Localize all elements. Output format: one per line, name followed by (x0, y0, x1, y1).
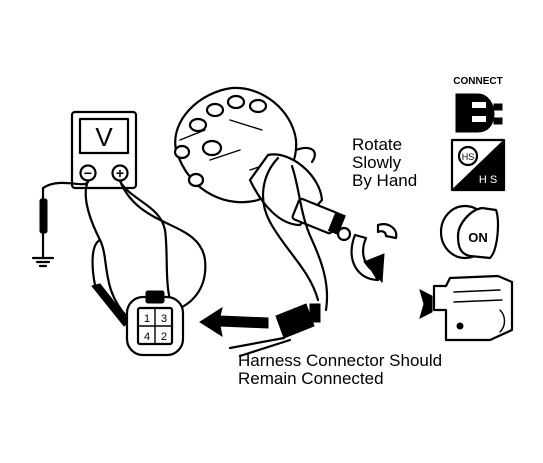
negative-terminal-symbol: − (84, 165, 92, 181)
rotate-line-3: By Hand (352, 171, 418, 190)
ignition-key-icon: ON (439, 204, 500, 260)
selector-top-label: HS (462, 152, 475, 162)
connector-arrow (199, 306, 269, 338)
harness-note-label: Harness Connector Should Remain Connecte… (238, 352, 442, 388)
pin-3: 3 (161, 313, 167, 325)
engine-icon (419, 274, 514, 342)
ignition-label: ON (468, 230, 488, 245)
connect-icon: CONNECT (453, 76, 503, 133)
distributor (173, 86, 352, 358)
pin-2: 2 (161, 331, 167, 343)
rotate-line-1: Rotate (352, 135, 403, 154)
rotation-arrow (350, 223, 398, 284)
rotate-slowly-label: Rotate Slowly By Hand (352, 136, 417, 190)
harness-line-1: Harness Connector Should (238, 351, 443, 370)
positive-terminal-symbol: + (116, 165, 124, 181)
selector-icon: HS H S (450, 138, 506, 192)
harness-line-2: Remain Connected (238, 369, 384, 388)
pin-4: 4 (144, 331, 150, 343)
voltmeter: V − + (70, 110, 138, 190)
connect-label: CONNECT (453, 76, 502, 87)
harness-connector-face: 1 3 4 2 (125, 290, 185, 357)
pin-1: 1 (144, 313, 150, 325)
rotate-line-2: Slowly (352, 153, 402, 172)
ground-lead (31, 179, 90, 268)
selector-bottom-label: H S (479, 174, 497, 186)
voltmeter-symbol: V (95, 122, 113, 152)
